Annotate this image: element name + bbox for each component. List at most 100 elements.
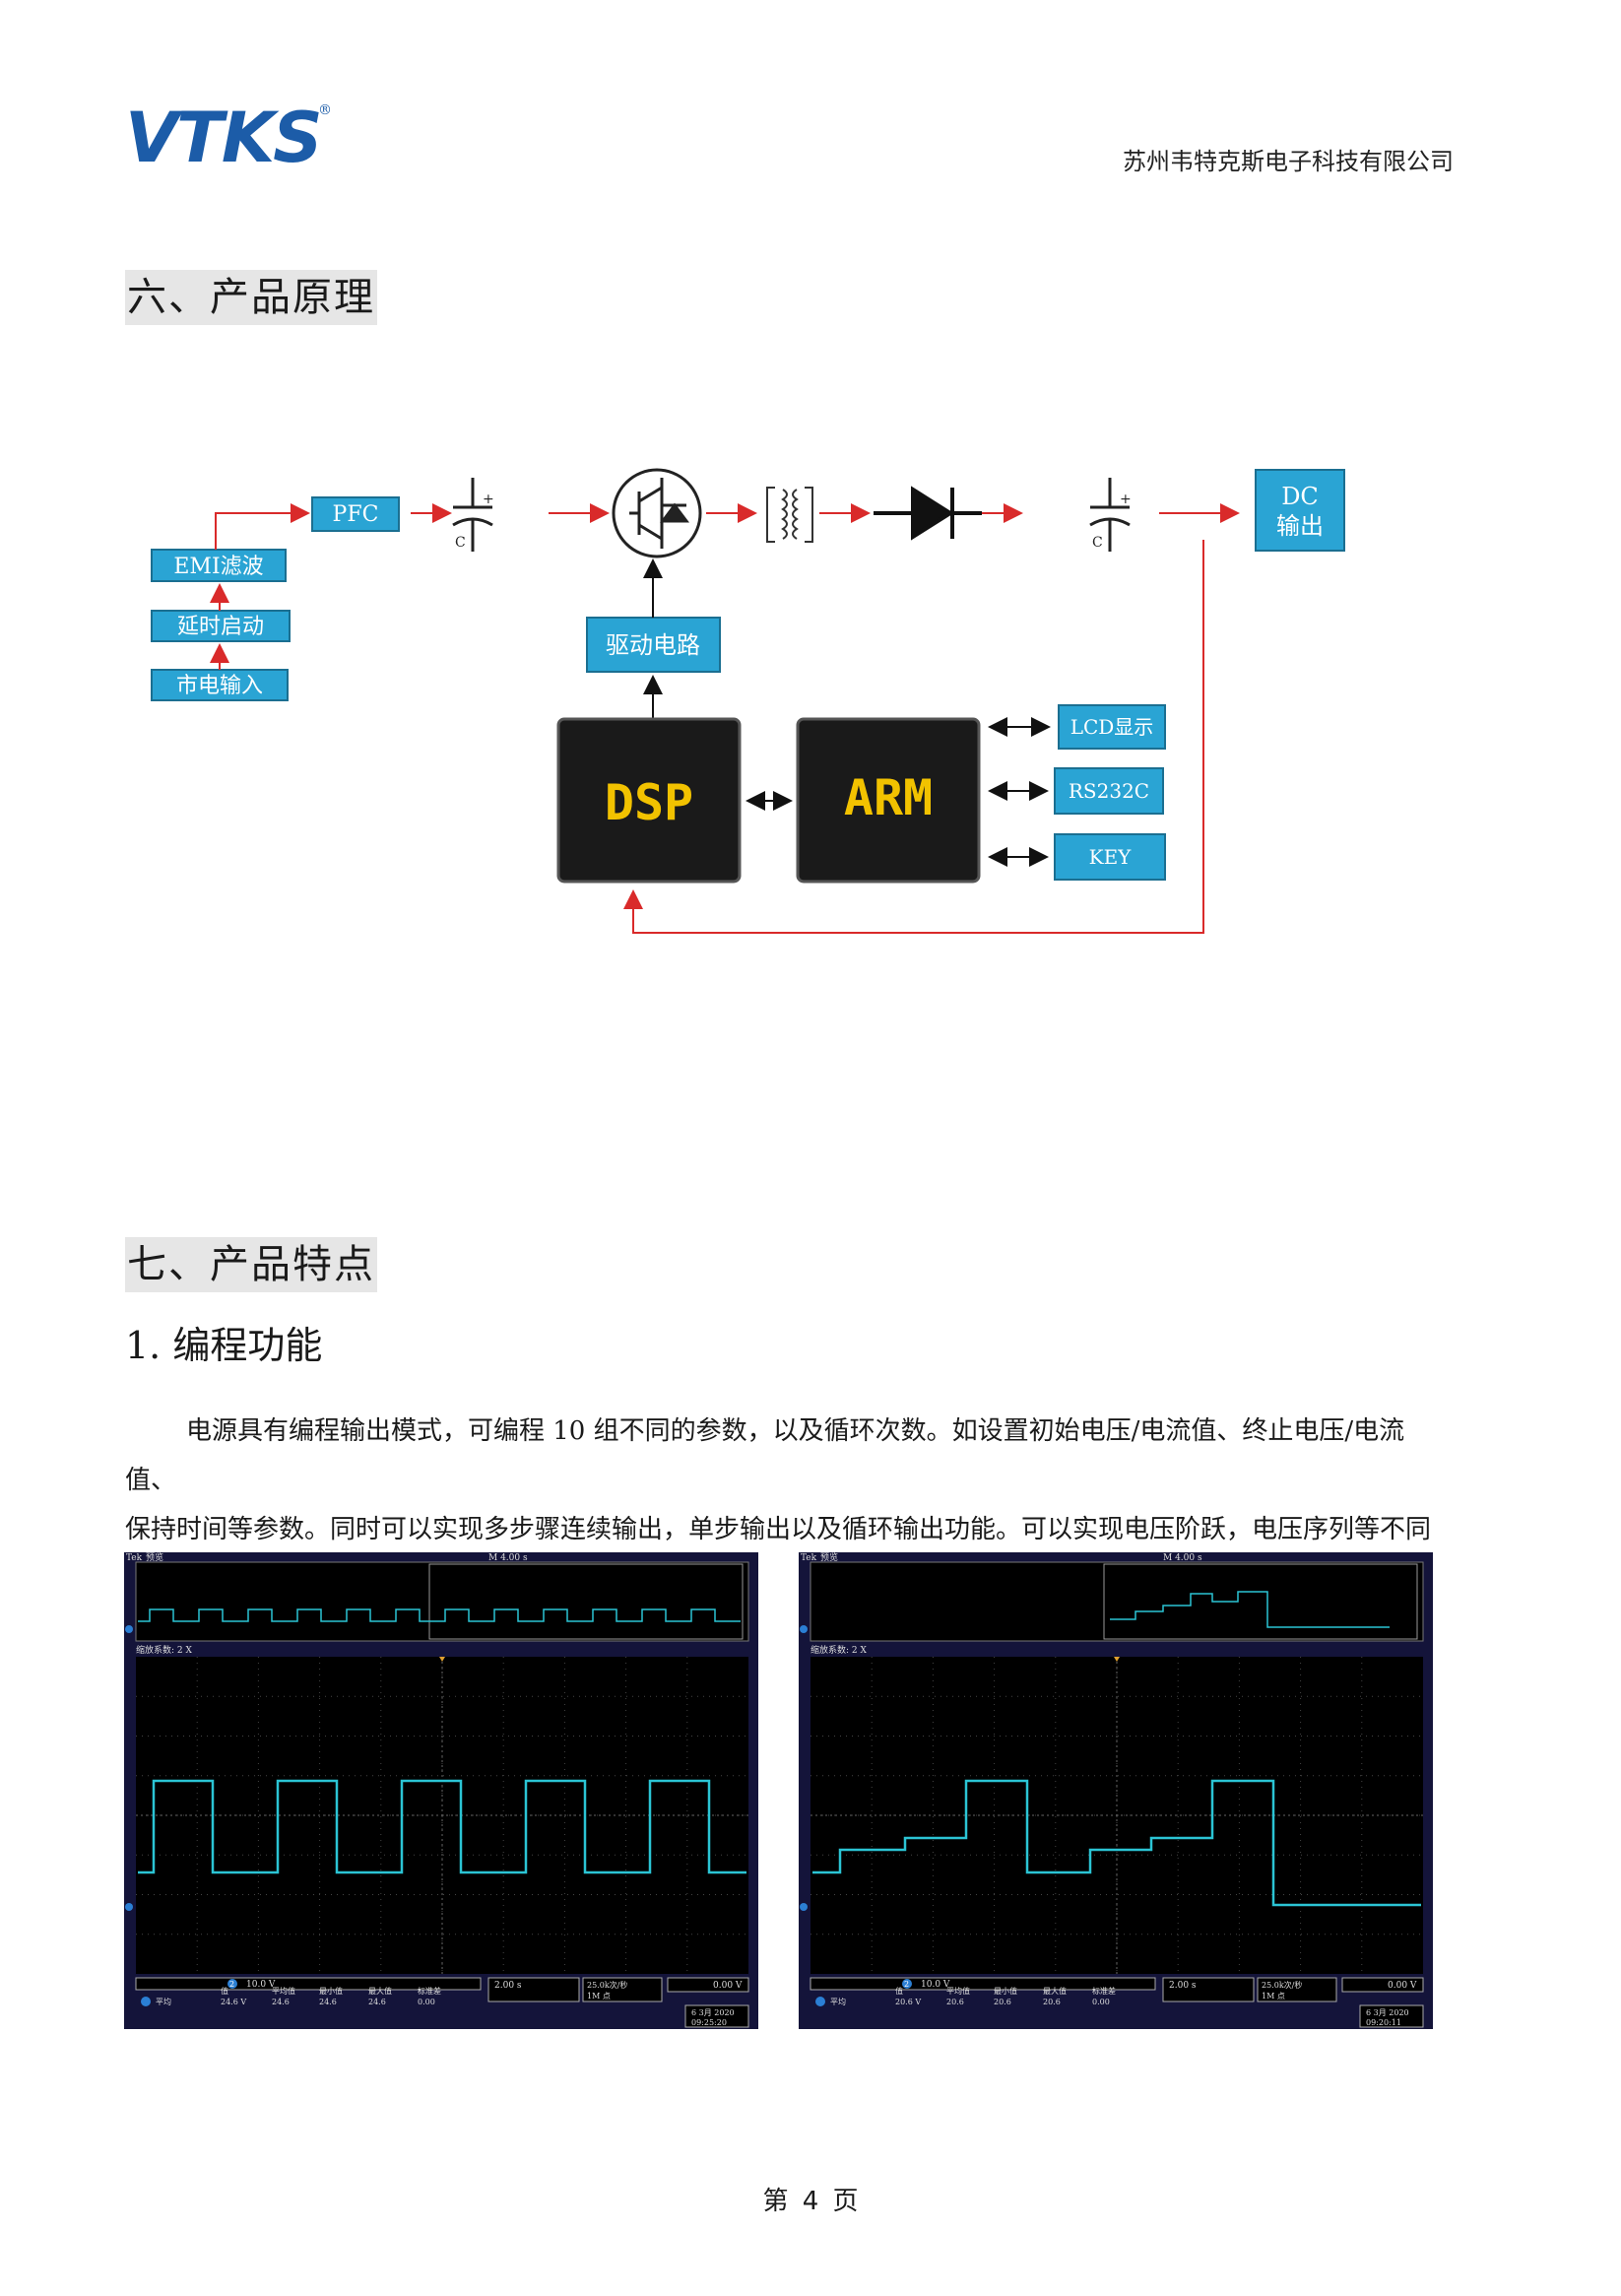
transformer-symbol [766, 487, 813, 543]
arm-chip: ARM [796, 717, 981, 884]
svg-text:20.6 V: 20.6 V [895, 1998, 921, 2006]
scope-timebase: M 4.00 s [1163, 1553, 1202, 1563]
ch-setting: 10.0 V [921, 1980, 950, 1990]
rectifier-diode-symbol [874, 486, 982, 541]
logo-text: VTKS [125, 98, 321, 177]
svg-text:24.6: 24.6 [272, 1998, 290, 2006]
lcd-display-box: LCD显示 [1058, 704, 1166, 750]
trigger-level: 0.00 V [1388, 1981, 1417, 1991]
arrow-emi-to-pfc [215, 503, 310, 550]
svg-text:输出: 输出 [1276, 512, 1324, 540]
svg-text:标准差: 标准差 [1092, 1986, 1116, 1996]
logo-registered-mark: ® [318, 102, 332, 118]
svg-text:平均: 平均 [156, 1997, 171, 2006]
scope-time: 09:20:11 [1366, 2018, 1401, 2027]
drive-circuit-box: 驱动电路 [586, 617, 721, 673]
pfc-box: PFC [311, 496, 400, 532]
svg-text:0.00: 0.00 [418, 1998, 435, 2006]
section-title-principle: 六、产品原理 [125, 270, 377, 325]
svg-text:最大值: 最大值 [368, 1986, 392, 1996]
output-capacitor-symbol [1089, 478, 1131, 552]
rs232-box: RS232C [1054, 767, 1164, 815]
svg-text:24.6 V: 24.6 V [221, 1998, 246, 2006]
svg-text:2: 2 [229, 1980, 234, 1989]
para-line-1: 电源具有编程输出模式，可编程 10 组不同的参数，以及循环次数。如设置初始电压/… [125, 1416, 1405, 1495]
dsp-chip: DSP [556, 717, 742, 884]
page-prefix: 第 [762, 2187, 789, 2216]
svg-text:2: 2 [904, 1980, 909, 1989]
sample-rate: 25.0k次/秒 [1262, 1980, 1302, 1990]
svg-text:RS232C: RS232C [1069, 779, 1149, 803]
svg-text:平均值: 平均值 [946, 1986, 970, 1996]
cap2-plus-label: + [1120, 492, 1132, 507]
igbt-switch-symbol [612, 468, 702, 558]
record-points: 1M 点 [587, 1992, 611, 2001]
svg-text:最小值: 最小值 [319, 1986, 343, 1996]
mains-input-box: 市电输入 [151, 669, 289, 701]
svg-text:DC: DC [1281, 483, 1319, 510]
svg-text:24.6: 24.6 [368, 1998, 386, 2006]
company-logo: VTKS ® [125, 98, 332, 177]
svg-text:市电输入: 市电输入 [176, 674, 263, 698]
block-diagram: 市电输入 延时启动 EMI滤波 PFC + C [151, 468, 1345, 934]
main-waveform [812, 1779, 1421, 1907]
para-line-2: 保持时间等参数。同时可以实现多步骤连续输出，单步输出以及循环输出功能。可以实现电… [125, 1515, 1432, 1544]
dc-output-box: DC 输出 [1255, 469, 1345, 552]
scope-brand: Tek [801, 1553, 817, 1563]
page-number-value: 4 [802, 2187, 819, 2216]
svg-text:最小值: 最小值 [994, 1986, 1017, 1996]
svg-text:20.6: 20.6 [946, 1998, 964, 2006]
svg-text:ARM: ARM [844, 769, 933, 826]
page-suffix: 页 [832, 2187, 859, 2216]
svg-text:值: 值 [895, 1986, 903, 1996]
overview-waveform [138, 1608, 741, 1622]
overview-waveform [1110, 1591, 1390, 1628]
key-box: KEY [1054, 833, 1166, 881]
svg-text:DSP: DSP [605, 774, 693, 831]
svg-text:LCD显示: LCD显示 [1070, 715, 1154, 739]
page-number: 第 4 页 [0, 2181, 1621, 2217]
svg-text:KEY: KEY [1089, 845, 1133, 869]
section-title-features: 七、产品特点 [125, 1237, 377, 1292]
svg-text:值: 值 [221, 1986, 228, 1996]
cap-plus-label: + [483, 492, 494, 507]
feedback-arrow-to-dsp [623, 540, 1204, 934]
scope-mode: 预览 [146, 1552, 163, 1563]
svg-text:平均: 平均 [830, 1997, 846, 2006]
trigger-level: 0.00 V [713, 1981, 743, 1991]
svg-text:PFC: PFC [333, 502, 379, 527]
cap-c-label: C [455, 535, 466, 551]
scope-timebase: M 4.00 s [488, 1553, 528, 1563]
input-capacitor-symbol [452, 478, 493, 552]
svg-text:标准差: 标准差 [418, 1986, 441, 1996]
svg-text:驱动电路: 驱动电路 [606, 631, 700, 659]
svg-text:20.6: 20.6 [1043, 1998, 1061, 2006]
delay-start-box: 延时启动 [151, 610, 291, 642]
scope-mode: 预览 [820, 1552, 838, 1563]
company-name: 苏州韦特克斯电子科技有限公司 [1123, 148, 1454, 175]
sample-rate: 25.0k次/秒 [587, 1980, 627, 1990]
time-per-div: 2.00 s [1169, 1981, 1197, 1991]
main-waveform [138, 1779, 746, 1874]
scope-brand: Tek [126, 1553, 143, 1563]
scope-date: 6 3月 2020 [691, 2008, 735, 2017]
scope-time: 09:25:20 [691, 2018, 727, 2027]
scope-date: 6 3月 2020 [1366, 2008, 1409, 2017]
emi-filter-box: EMI滤波 [151, 549, 287, 582]
svg-text:平均值: 平均值 [272, 1986, 295, 1996]
svg-text:延时启动: 延时启动 [177, 615, 264, 639]
scope-zoom: 缩放系数: 2 X [810, 1644, 867, 1656]
subsection-title-programming: 1. 编程功能 [125, 1324, 323, 1367]
record-points: 1M 点 [1262, 1992, 1285, 2001]
svg-text:EMI滤波: EMI滤波 [173, 555, 263, 579]
time-per-div: 2.00 s [494, 1981, 522, 1991]
svg-text:24.6: 24.6 [319, 1998, 337, 2006]
ch-setting: 10.0 V [246, 1980, 276, 1990]
svg-text:最大值: 最大值 [1043, 1986, 1067, 1996]
scope-zoom: 缩放系数: 2 X [136, 1644, 192, 1656]
svg-text:20.6: 20.6 [994, 1998, 1011, 2006]
svg-text:0.00: 0.00 [1092, 1998, 1110, 2006]
cap2-c-label: C [1092, 535, 1103, 551]
